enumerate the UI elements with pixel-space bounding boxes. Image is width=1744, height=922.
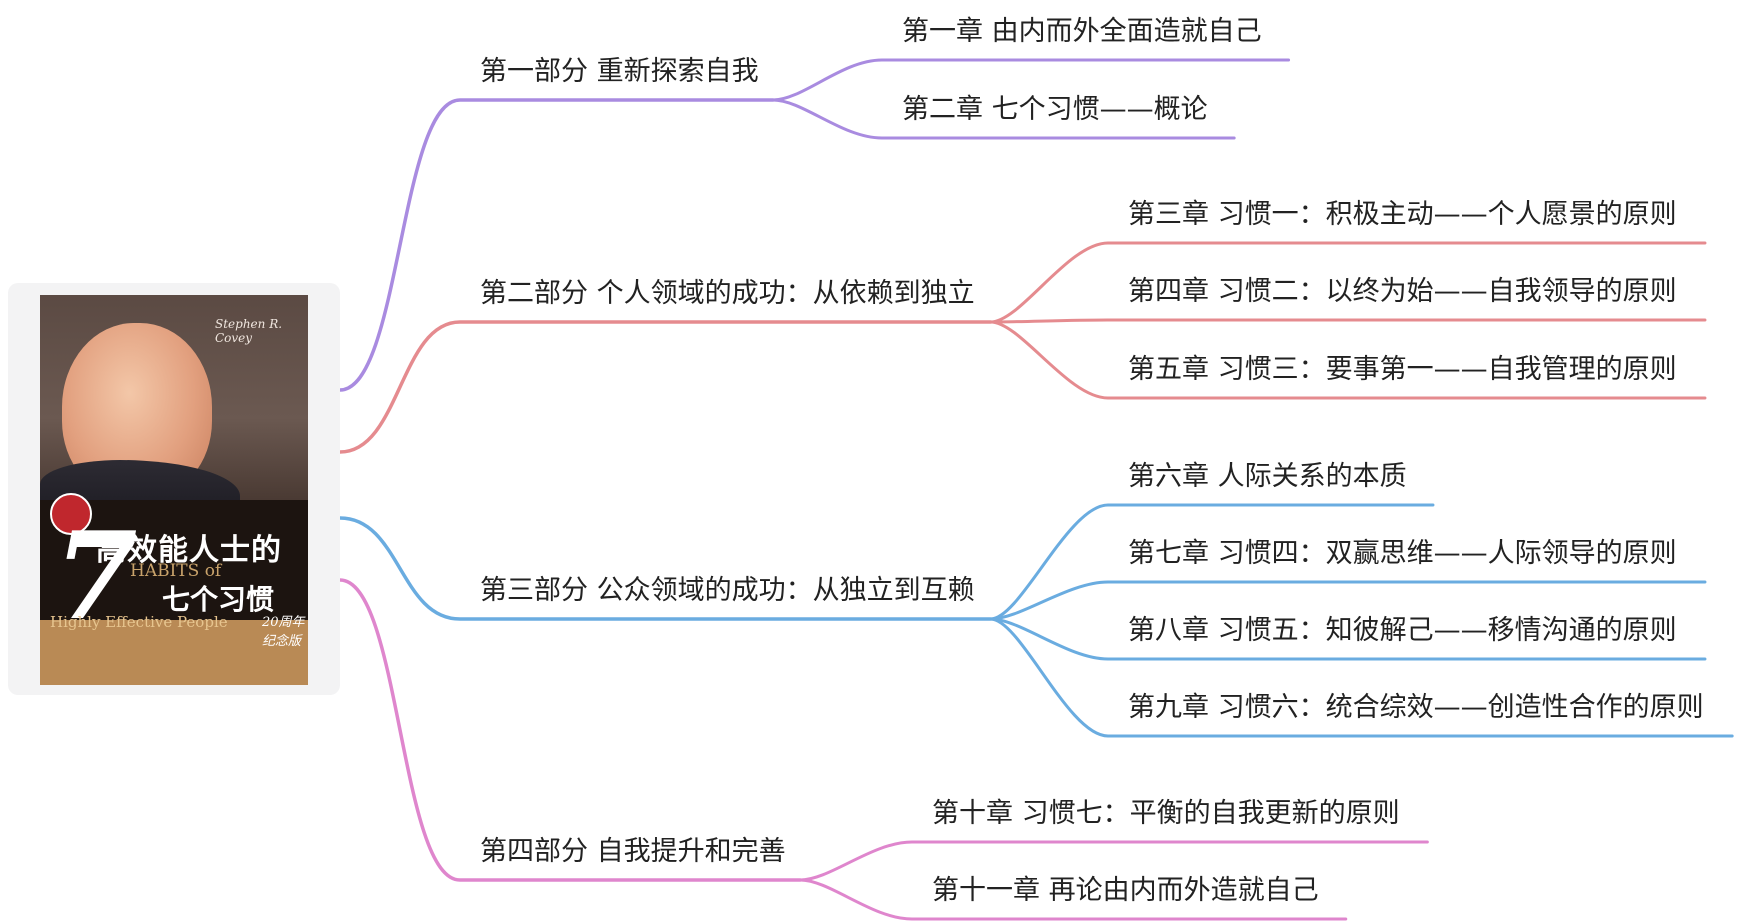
chapter-node-3-4[interactable]: 第九章 习惯六：统合综效——创造性合作的原则 bbox=[1128, 692, 1704, 723]
part-node-2[interactable]: 第二部分 个人领域的成功：从依赖到独立 bbox=[480, 278, 975, 309]
chapter-link bbox=[989, 503, 1435, 621]
chapter-link bbox=[771, 58, 1291, 102]
book-cover-image: Stephen R. Covey 7 高效能人士的 HABITS of 七个习惯… bbox=[40, 295, 308, 685]
part-node-3[interactable]: 第三部分 公众领域的成功：从独立到互赖 bbox=[480, 575, 975, 606]
chapter-link bbox=[798, 878, 1348, 921]
part-link bbox=[338, 320, 993, 454]
chapter-node-4-2[interactable]: 第十一章 再论由内而外造就自己 bbox=[932, 875, 1319, 906]
part-link bbox=[338, 578, 802, 882]
chapter-link bbox=[989, 241, 1707, 324]
chapter-link bbox=[989, 617, 1707, 661]
chapter-link bbox=[989, 318, 1707, 324]
part-node-4[interactable]: 第四部分 自我提升和完善 bbox=[480, 836, 786, 867]
chapter-link bbox=[989, 580, 1707, 621]
chapter-link bbox=[989, 320, 1707, 400]
chapter-node-1-2[interactable]: 第二章 七个习惯——概论 bbox=[902, 94, 1208, 125]
chapter-node-3-1[interactable]: 第六章 人际关系的本质 bbox=[1128, 461, 1407, 492]
chapter-link bbox=[771, 98, 1236, 140]
chapter-node-3-3[interactable]: 第八章 习惯五：知彼解己——移情沟通的原则 bbox=[1128, 615, 1677, 646]
part-link bbox=[338, 98, 775, 392]
chapter-node-3-2[interactable]: 第七章 习惯四：双赢思维——人际领导的原则 bbox=[1128, 538, 1677, 569]
seal-badge-icon bbox=[50, 493, 92, 535]
part-link bbox=[338, 516, 993, 621]
chapter-node-4-1[interactable]: 第十章 习惯七：平衡的自我更新的原则 bbox=[932, 798, 1400, 829]
chapter-link bbox=[798, 840, 1429, 882]
chapter-node-2-2[interactable]: 第四章 习惯二：以终为始——自我领导的原则 bbox=[1128, 276, 1677, 307]
chapter-link bbox=[989, 617, 1734, 738]
chapter-node-2-3[interactable]: 第五章 习惯三：要事第一——自我管理的原则 bbox=[1128, 354, 1677, 385]
part-node-1[interactable]: 第一部分 重新探索自我 bbox=[480, 56, 759, 87]
chapter-node-2-1[interactable]: 第三章 习惯一：积极主动——个人愿景的原则 bbox=[1128, 199, 1677, 230]
chapter-node-1-1[interactable]: 第一章 由内而外全面造就自己 bbox=[902, 16, 1262, 47]
